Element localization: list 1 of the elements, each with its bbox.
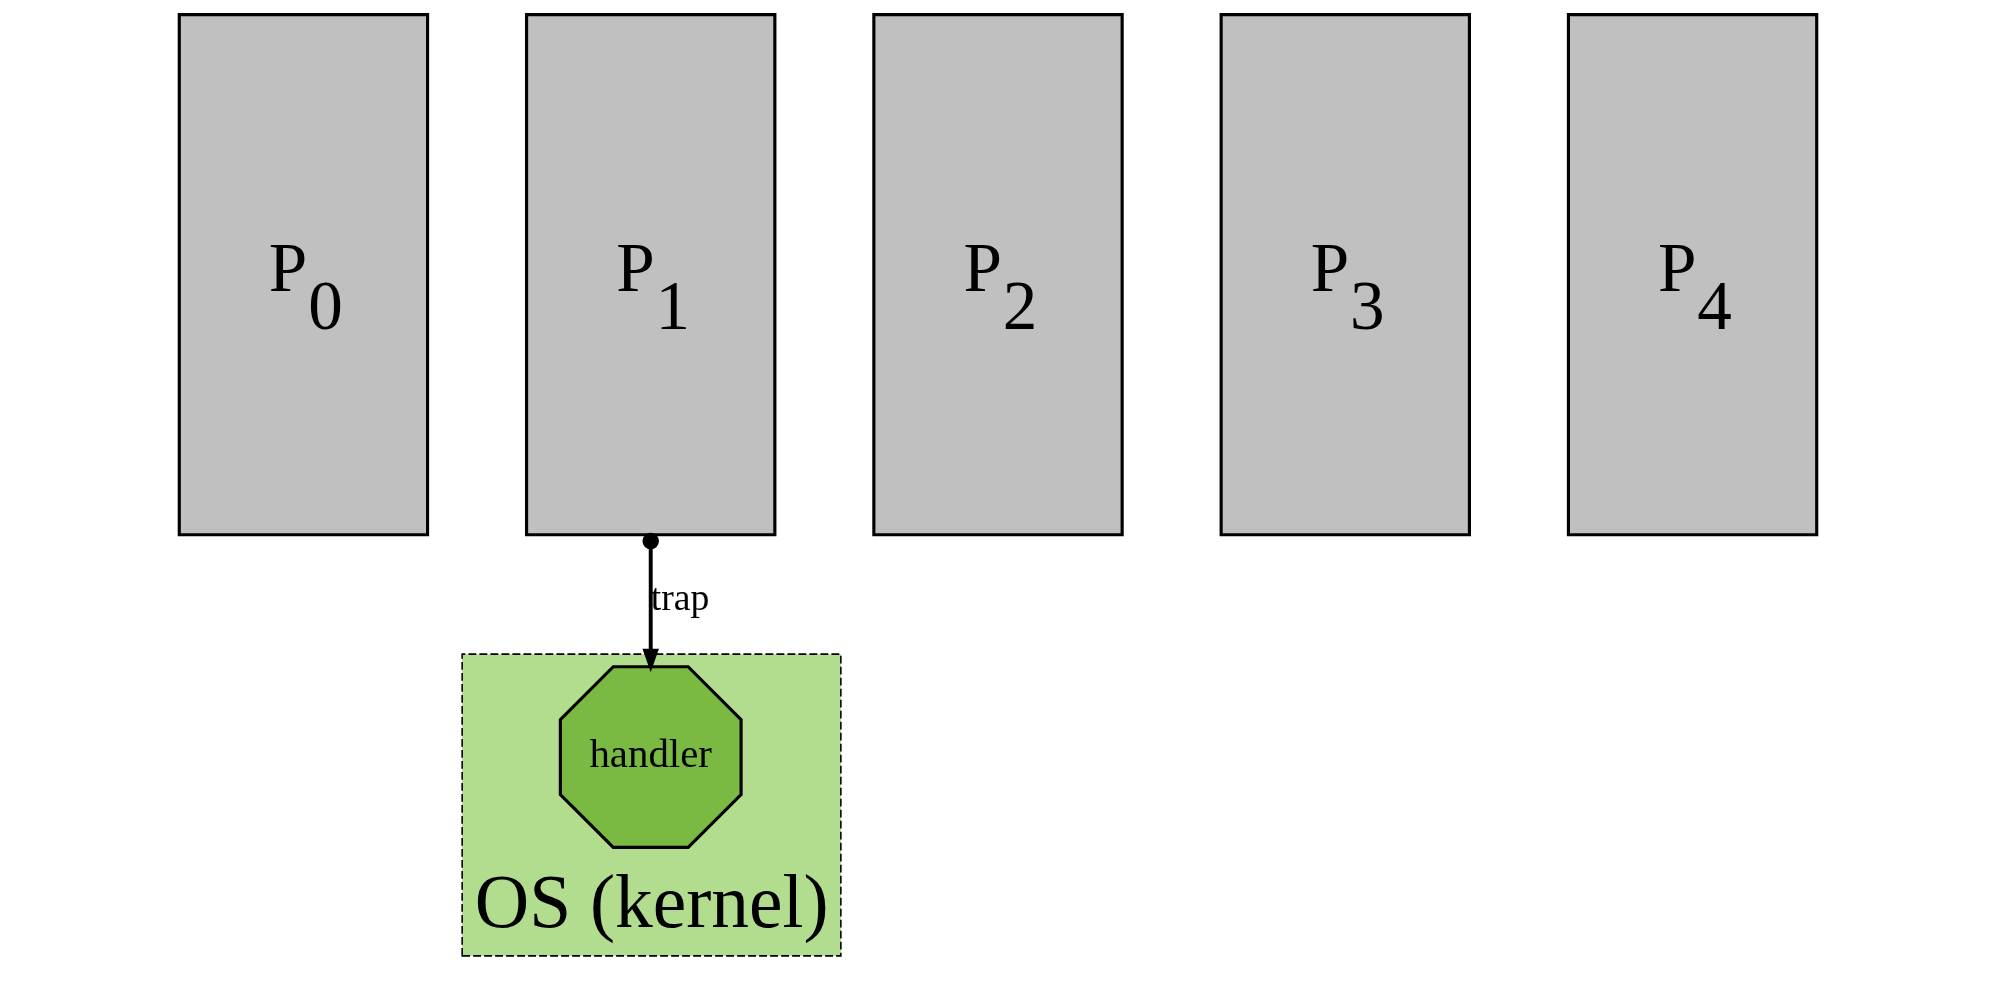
arrow (641, 532, 659, 673)
